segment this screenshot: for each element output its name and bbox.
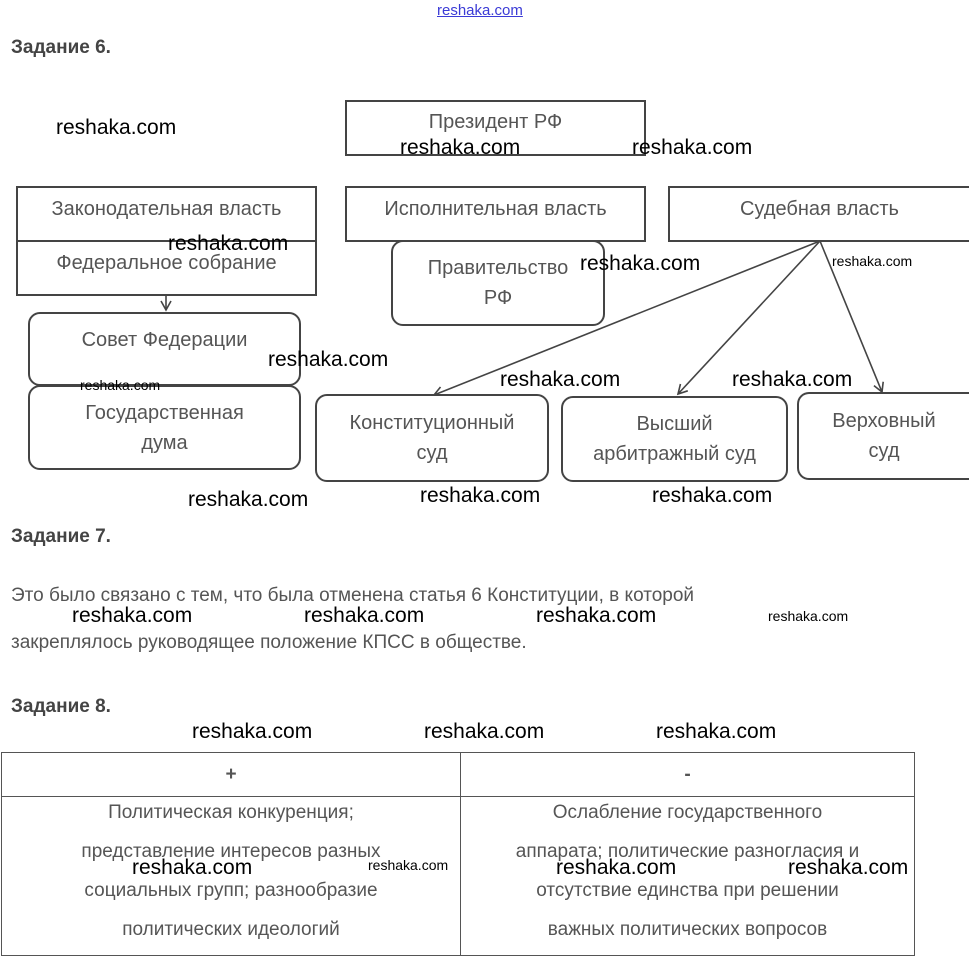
- constitutional-court-box: Конституционный суд: [315, 394, 549, 482]
- minus-line: отсутствие единства при решении: [536, 880, 839, 901]
- minus-header: -: [460, 752, 915, 797]
- arrow-judicial-to-supreme: [819, 240, 885, 394]
- legislative-label: Законодательная власть: [51, 198, 282, 220]
- watermark: reshaka.com: [500, 368, 621, 391]
- executive-label: Исполнительная власть: [384, 198, 607, 220]
- watermark: reshaka.com: [580, 252, 701, 275]
- top-watermark-link[interactable]: reshaka.com: [437, 2, 523, 19]
- watermark: reshaka.com: [188, 488, 309, 511]
- watermark: reshaka.com: [788, 856, 909, 879]
- federal-assembly-box: Федеральное собрание: [16, 240, 317, 296]
- supreme-court-line1: Верховный: [832, 410, 936, 432]
- watermark: reshaka.com: [80, 377, 161, 393]
- state-duma-label-line1: Государственная: [85, 401, 244, 424]
- judicial-box: Судебная власть: [668, 186, 969, 242]
- president-label: Президент РФ: [428, 111, 563, 133]
- minus-cell: Ослабление государственного аппарата; по…: [460, 796, 915, 956]
- table-header-row: + -: [1, 752, 915, 797]
- plus-cell: Политическая конкуренция; представление …: [1, 796, 461, 956]
- task7-title: Задание 7.: [11, 526, 111, 547]
- state-duma-box: Государственная дума: [28, 385, 301, 470]
- watermark: reshaka.com: [732, 368, 853, 391]
- government-label-line1: Правительство: [427, 257, 569, 279]
- watermark: reshaka.com: [632, 136, 753, 159]
- watermark: reshaka.com: [304, 604, 425, 627]
- task7-line2: закреплялось руководящее положение КПСС …: [11, 632, 527, 653]
- arrow-judicial-to-constitutional: [432, 240, 821, 398]
- watermark: reshaka.com: [168, 232, 289, 255]
- minus-line: важных политических вопросов: [547, 919, 828, 940]
- government-label-line2: РФ: [483, 287, 513, 309]
- federation-council-box: Совет Федерации: [28, 312, 301, 386]
- watermark: reshaka.com: [132, 856, 253, 879]
- plus-line: социальных групп; разнообразие: [84, 880, 378, 901]
- watermark: reshaka.com: [768, 608, 849, 624]
- watermark: reshaka.com: [656, 720, 777, 743]
- plus-line: политических идеологий: [122, 919, 340, 940]
- judicial-label: Судебная власть: [740, 198, 899, 220]
- supreme-court-box: Верховный суд: [797, 392, 969, 480]
- minus-line: аппарата; политические разногласия и: [515, 841, 860, 862]
- president-box: Президент РФ: [345, 100, 646, 156]
- watermark: reshaka.com: [268, 348, 389, 371]
- task6-title: Задание 6.: [11, 37, 111, 58]
- watermark: reshaka.com: [400, 136, 521, 159]
- federal-assembly-label: Федеральное собрание: [56, 252, 277, 274]
- legislative-box: Законодательная власть: [16, 186, 317, 242]
- watermark: reshaka.com: [652, 484, 773, 507]
- watermark: reshaka.com: [832, 253, 913, 269]
- watermark: reshaka.com: [536, 604, 657, 627]
- arbitration-court-line2: арбитражный суд: [593, 443, 756, 465]
- watermark: reshaka.com: [556, 856, 677, 879]
- constitutional-court-line1: Конституционный: [349, 412, 515, 434]
- diagram-arrows: [160, 240, 885, 398]
- constitutional-court-line2: суд: [416, 442, 448, 464]
- table-row: Политическая конкуренция; представление …: [1, 796, 915, 956]
- watermark: reshaka.com: [424, 720, 545, 743]
- supreme-court-line2: суд: [868, 440, 900, 462]
- state-duma-label-line2: дума: [141, 431, 188, 454]
- task7-line1: Это было связано с тем, что была отменен…: [11, 585, 695, 606]
- arbitration-court-box: Высший арбитражный суд: [561, 396, 788, 482]
- task8-title: Задание 8.: [11, 696, 111, 717]
- federation-council-label: Совет Федерации: [81, 329, 248, 351]
- minus-line: Ослабление государственного: [552, 802, 823, 823]
- executive-box: Исполнительная власть: [345, 186, 646, 242]
- pros-cons-table: + - Политическая конкуренция; представле…: [1, 752, 915, 956]
- watermark: reshaka.com: [368, 857, 449, 873]
- watermark: reshaka.com: [192, 720, 313, 743]
- watermark: reshaka.com: [420, 484, 541, 507]
- plus-line: Политическая конкуренция;: [108, 802, 354, 823]
- arbitration-court-line1: Высший: [636, 413, 713, 435]
- plus-line: представление интересов разных: [81, 841, 381, 862]
- arrow-judicial-to-arbitration: [676, 240, 821, 396]
- plus-header: +: [1, 752, 461, 797]
- watermark: reshaka.com: [56, 116, 177, 139]
- government-box: Правительство РФ: [391, 240, 605, 326]
- watermark: reshaka.com: [72, 604, 193, 627]
